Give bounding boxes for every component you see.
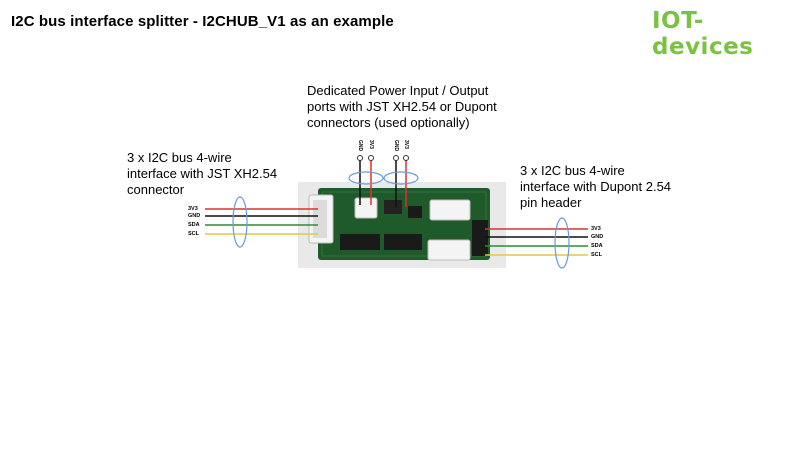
power-jst-connector-1 (354, 197, 378, 219)
left-interface-note: 3 x I2C bus 4-wire interface with JST XH… (127, 150, 277, 198)
left-jst-socket (313, 200, 327, 238)
left-label-3v3: 3V3 (188, 206, 198, 212)
power-label-3v3-1: 3V3 (368, 140, 374, 149)
power-ports-note: Dedicated Power Input / Output ports wit… (307, 83, 497, 131)
right-note-line-2: interface with Dupont 2.54 (520, 179, 672, 194)
right-note-line-1: 3 x I2C bus 4-wire (520, 163, 625, 178)
right-label-sda: SDA (591, 243, 603, 249)
power-pin-terminal-2 (368, 155, 374, 161)
power-pin-terminal-3 (393, 155, 399, 161)
power-bundle-ellipse-1 (348, 171, 384, 185)
right-label-3v3: 3V3 (591, 226, 601, 232)
power-note-line-3: connectors (used optionally) (307, 115, 470, 130)
right-note-line-3: pin header (520, 195, 582, 210)
power-pin-terminal-1 (357, 155, 363, 161)
power-pin-terminal-4 (403, 155, 409, 161)
small-header (408, 206, 422, 218)
iot-devices-logo: IOT-devices (652, 8, 754, 60)
left-note-line-1: 3 x I2C bus 4-wire (127, 150, 232, 165)
power-note-line-2: ports with JST XH2.54 or Dupont (307, 99, 497, 114)
right-jst-connector-top (429, 199, 471, 221)
power-label-3v3-2: 3V3 (403, 140, 409, 149)
middle-dupont-header-right (384, 234, 422, 250)
right-label-scl: SCL (591, 252, 602, 258)
right-bundle-ellipse (554, 217, 570, 269)
power-label-gnd-1: GND (357, 140, 363, 152)
middle-dupont-header-left (340, 234, 380, 250)
page-title: I2C bus interface splitter - I2CHUB_V1 a… (11, 13, 394, 30)
power-bundle-ellipse-2 (383, 171, 419, 185)
power-dupont-header (384, 200, 402, 214)
left-bundle-ellipse (232, 196, 248, 248)
power-label-gnd-2: GND (393, 140, 399, 152)
left-label-gnd: GND (188, 213, 201, 219)
left-label-scl: SCL (188, 231, 199, 237)
right-dupont-header (472, 220, 488, 256)
left-label-sda: SDA (188, 222, 200, 228)
left-note-line-2: interface with JST XH2.54 (127, 166, 278, 181)
right-interface-note: 3 x I2C bus 4-wire interface with Dupont… (520, 163, 671, 211)
right-jst-connector-bottom (427, 239, 471, 261)
power-note-line-1: Dedicated Power Input / Output (307, 83, 489, 98)
right-label-gnd: GND (591, 234, 604, 240)
left-note-line-3: connector (127, 182, 185, 197)
